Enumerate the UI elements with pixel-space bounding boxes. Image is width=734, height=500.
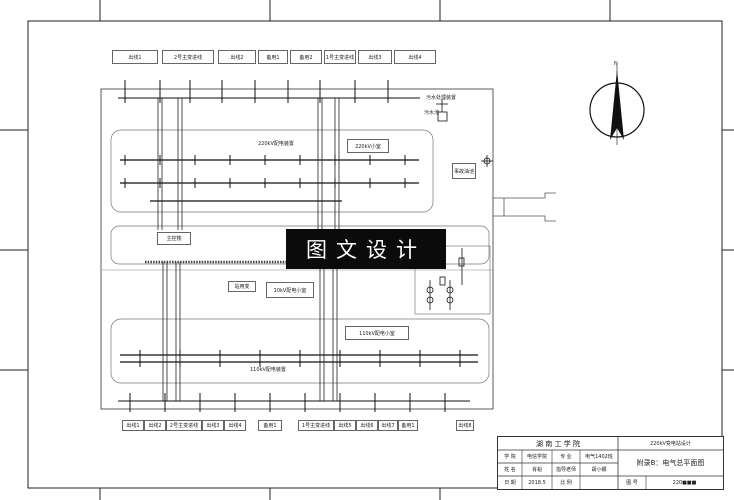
top-feeder-label: 出线4 bbox=[394, 50, 436, 64]
transformer-icons bbox=[426, 248, 465, 310]
bottom-feeder-label: 备用1 bbox=[398, 420, 418, 431]
bottom-feeder-label: 出线3 bbox=[202, 420, 224, 431]
area-small-box: 站用变 bbox=[228, 281, 256, 292]
tb-drawing-no-label: 图 号 bbox=[626, 480, 638, 486]
tb-label: 专 业 bbox=[560, 454, 572, 460]
area-110kv-room: 110kV配电小室 bbox=[345, 326, 409, 340]
title-drawing-name: 附录B：电气总平面图 bbox=[636, 459, 705, 467]
tb-value: 2018.5 bbox=[528, 479, 546, 486]
area-110kv-bay: 110kV配电装置 bbox=[250, 367, 286, 373]
road-220kv bbox=[110, 129, 434, 213]
top-feeder-label: 出线3 bbox=[358, 50, 392, 64]
north-label: N bbox=[614, 61, 618, 67]
area-220kv-bay: 220kV配电装置 bbox=[258, 141, 294, 147]
area-accident-tank: 事故油池 bbox=[452, 163, 476, 179]
tb-label: 比 例 bbox=[560, 480, 572, 486]
bottom-feeder-label: 出线4 bbox=[224, 420, 246, 431]
top-feeder-label: 出线1 bbox=[112, 50, 158, 64]
area-main-control: 主控楼 bbox=[157, 232, 191, 245]
bottom-feeder-label: 出线6 bbox=[356, 420, 378, 431]
bottom-feeder-label: 出线7 bbox=[378, 420, 398, 431]
area-10kv-room: 10kV配电小室 bbox=[266, 282, 314, 298]
title-block-grid bbox=[498, 437, 723, 489]
top-feeder-label: 2号主变进线 bbox=[162, 50, 214, 64]
bottom-feeder-label: 1号主变进线 bbox=[298, 420, 334, 431]
entrance-road bbox=[493, 192, 556, 222]
bottom-feeder-gantry bbox=[118, 393, 470, 412]
top-feeder-gantry bbox=[118, 80, 420, 103]
substation-fence bbox=[100, 88, 494, 410]
area-oil-separator: 污水处理装置 bbox=[426, 95, 457, 101]
bay-ticks bbox=[124, 155, 461, 367]
area-septic: 污水池 bbox=[424, 110, 440, 116]
drawing-border bbox=[27, 20, 723, 489]
tb-label: 姓 名 bbox=[504, 467, 516, 473]
tb-value bbox=[580, 476, 618, 489]
bottom-feeder-label: 出线5 bbox=[334, 420, 356, 431]
transformer-yard bbox=[414, 245, 491, 315]
top-feeder-label: 备用2 bbox=[290, 50, 322, 64]
busbars-110kv bbox=[120, 354, 478, 363]
tb-value: 肖韬 bbox=[531, 467, 542, 473]
bottom-feeder-label: 出线1 bbox=[122, 420, 144, 431]
bottom-feeder-label: 出线2 bbox=[144, 420, 166, 431]
lamp-post-icon bbox=[481, 155, 493, 167]
title-school: 湖 南 工 学 院 bbox=[536, 439, 580, 448]
title-project: 220kV变电站设计 bbox=[650, 441, 691, 447]
bottom-feeder-label: 备用1 bbox=[258, 420, 282, 431]
tb-value: 电气1402班 bbox=[585, 454, 613, 460]
road-110kv bbox=[110, 318, 490, 384]
area-220kv-room: 220kV小室 bbox=[347, 139, 389, 153]
tb-value: 胡小娜 bbox=[591, 467, 607, 473]
bottom-feeder-label: 2号主变进线 bbox=[166, 420, 202, 431]
tb-label: 学 院 bbox=[504, 454, 516, 460]
top-feeder-label: 1号主变进线 bbox=[324, 50, 356, 64]
north-arrow-icon bbox=[589, 65, 645, 145]
title-block: 湖 南 工 学 院 220kV变电站设计 附录B：电气总平面图 学 院 电信学院… bbox=[497, 436, 724, 490]
bottom-feeder-label: 出线8 bbox=[456, 420, 474, 431]
tb-label: 指导老师 bbox=[555, 467, 576, 473]
top-feeder-label: 出线2 bbox=[218, 50, 256, 64]
oil-tank-icon bbox=[436, 99, 448, 122]
watermark-banner: 图文设计 bbox=[286, 229, 446, 269]
top-feeder-label: 备用1 bbox=[258, 50, 288, 64]
cable-trunks bbox=[157, 98, 340, 401]
tb-drawing-no: 220■■■ bbox=[672, 479, 697, 486]
tb-value: 电信学院 bbox=[526, 454, 547, 460]
busbars-220kv bbox=[120, 159, 419, 202]
tb-label: 日 期 bbox=[504, 480, 516, 486]
